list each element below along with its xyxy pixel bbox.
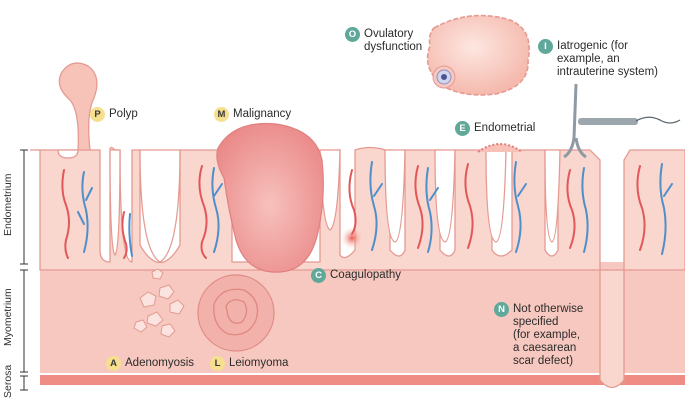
not-otherwise-text: Not otherwise specified (for example, a …	[513, 303, 584, 367]
endometrial-lesion	[477, 143, 523, 153]
myometrium-label: Myometrium	[2, 288, 14, 346]
vein	[211, 167, 223, 253]
iatrogenic-text: Iatrogenic (for example, an intrauterine…	[557, 40, 658, 78]
serosa-label: Serosa	[2, 364, 14, 398]
serosa-layer	[40, 375, 685, 385]
malignancy-label: M Malignancy	[214, 107, 292, 122]
endometrial-label: E Endometrial	[455, 121, 536, 136]
iatrogenic-label: I Iatrogenic (for example, an intrauteri…	[538, 39, 658, 79]
endometrial-text: Endometrial	[474, 122, 536, 134]
artery	[198, 165, 208, 259]
vein	[659, 163, 673, 255]
ovulatory-label: O Ovulatory dysfunction	[345, 27, 423, 54]
endometrial-crypts	[30, 149, 561, 263]
polyp-text: Polyp	[109, 108, 138, 120]
leiomyoma-nodule	[197, 274, 275, 352]
adenomyosis-foci	[133, 268, 185, 338]
vein	[513, 161, 527, 253]
artery	[464, 163, 474, 249]
not-otherwise-specified-label: N Not otherwise specified (for example, …	[494, 302, 584, 368]
artery	[61, 169, 70, 259]
blood-vessels	[61, 161, 673, 259]
coagulopathy-badge: C	[311, 268, 326, 283]
vein	[77, 171, 93, 253]
leiomyoma-text: Leiomyoma	[229, 357, 289, 369]
polyp-label: P Polyp	[90, 107, 138, 122]
artery	[348, 169, 357, 235]
endometrial-badge: E	[455, 121, 470, 136]
leiomyoma-badge: L	[210, 356, 225, 371]
ovulatory-badge: O	[345, 27, 360, 42]
leiomyoma-label: L Leiomyoma	[210, 356, 289, 371]
artery	[566, 169, 576, 249]
adenomyosis-text: Adenomyosis	[125, 357, 195, 369]
polyp-shape	[58, 62, 98, 151]
intrauterine-system	[563, 83, 681, 159]
polyp-badge: P	[90, 107, 105, 122]
malignancy-mass	[216, 122, 324, 273]
adenomyosis-label: A Adenomyosis	[106, 356, 195, 371]
ovulatory-text: Ovulatory dysfunction	[364, 28, 423, 53]
malignancy-text: Malignancy	[233, 108, 292, 120]
coagulopathy-text: Coagulopathy	[330, 269, 401, 281]
malignancy-badge: M	[214, 107, 229, 122]
artery	[121, 211, 128, 259]
vein	[128, 213, 133, 257]
endometrium-label: Endometrium	[2, 173, 14, 236]
vein	[369, 161, 383, 251]
coagulopathy-bleed	[341, 227, 363, 249]
coagulopathy-label: C Coagulopathy	[311, 268, 401, 283]
iatrogenic-badge: I	[538, 39, 553, 54]
adenomyosis-badge: A	[106, 356, 121, 371]
vein	[425, 167, 439, 253]
artery	[636, 165, 646, 251]
ovary-illustration	[426, 14, 530, 96]
not-otherwise-badge: N	[494, 302, 509, 317]
vein	[581, 167, 589, 253]
artery	[414, 165, 424, 249]
layer-axis	[20, 149, 28, 391]
